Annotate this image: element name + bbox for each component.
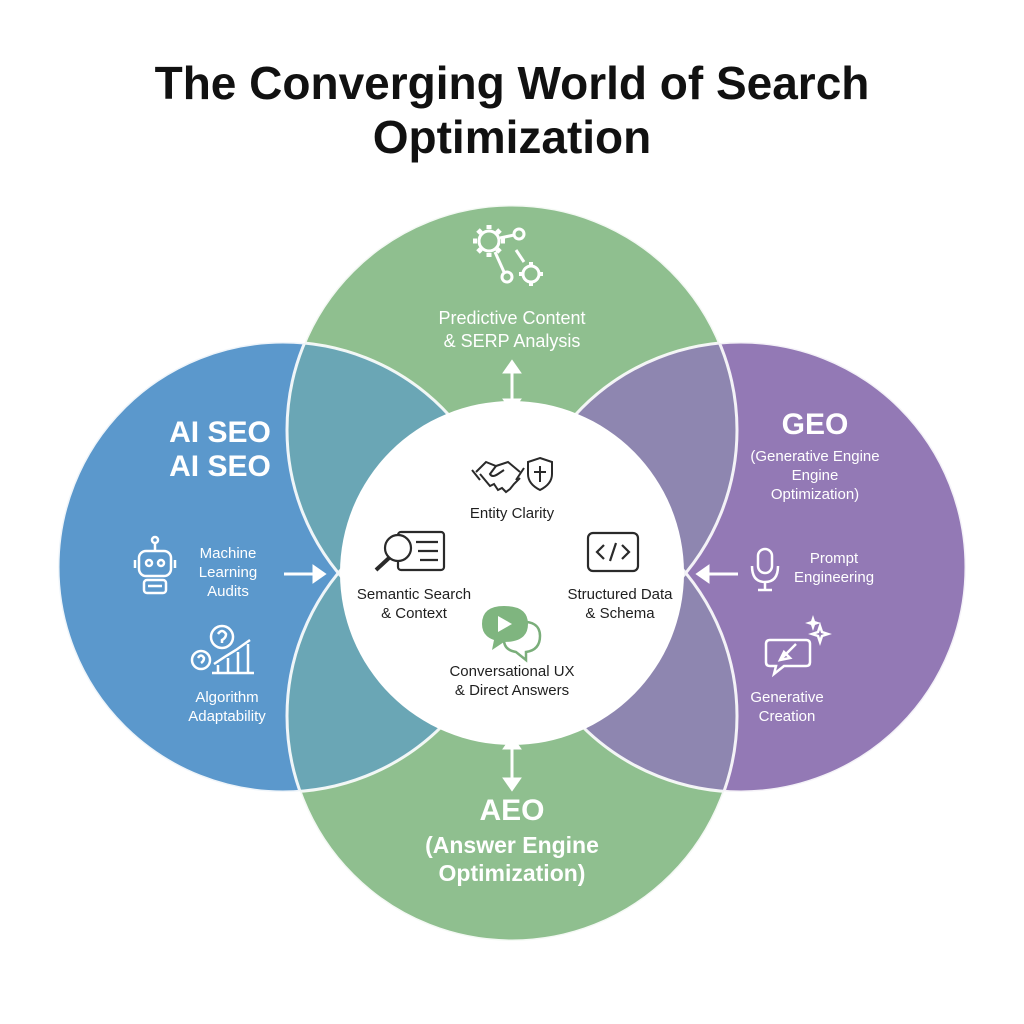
center-semantic-search: Semantic Search & Context bbox=[356, 586, 472, 622]
left-item-algorithm: Algorithm Adaptability bbox=[188, 689, 266, 725]
left-item-machine-learning: Machine Learning Audits bbox=[198, 545, 258, 600]
microphone-icon bbox=[750, 547, 780, 592]
robot-icon bbox=[133, 535, 177, 595]
bottom-region-subheading: (Answer Engine Optimization) bbox=[425, 832, 599, 886]
bottom-region-heading: AEO bbox=[479, 794, 545, 827]
chat-play-icon bbox=[482, 606, 542, 663]
top-arrow bbox=[502, 359, 522, 413]
code-icon bbox=[586, 531, 640, 573]
bottom-arrow bbox=[502, 735, 522, 792]
diagram-title: The Converging World of Search Optimizat… bbox=[154, 57, 870, 163]
left-arrow bbox=[284, 564, 327, 584]
right-item-generative: Generative Creation bbox=[750, 689, 824, 725]
right-region-heading: GEO bbox=[781, 408, 849, 441]
right-region-subheading: (Generative Engine Engine Optimization) bbox=[750, 448, 880, 503]
center-conversational-ux: Conversational UX & Direct Answers bbox=[449, 663, 575, 699]
handshake-shield-icon bbox=[471, 456, 553, 494]
right-item-prompt: Prompt Engineering bbox=[793, 550, 875, 586]
right-arrow bbox=[695, 564, 738, 584]
sparkle-chat-icon bbox=[764, 615, 832, 678]
magnifier-document-icon bbox=[374, 530, 446, 572]
center-core bbox=[340, 401, 684, 745]
center-structured-data: Structured Data & Schema bbox=[567, 586, 673, 622]
question-chart-icon bbox=[190, 624, 254, 675]
gear-network-icon bbox=[473, 225, 543, 286]
top-region-label: Predictive Content & SERP Analysis bbox=[438, 308, 586, 351]
left-region-heading: AI SEO AI SEO bbox=[169, 416, 271, 483]
center-entity-clarity: Entity Clarity bbox=[469, 505, 555, 522]
